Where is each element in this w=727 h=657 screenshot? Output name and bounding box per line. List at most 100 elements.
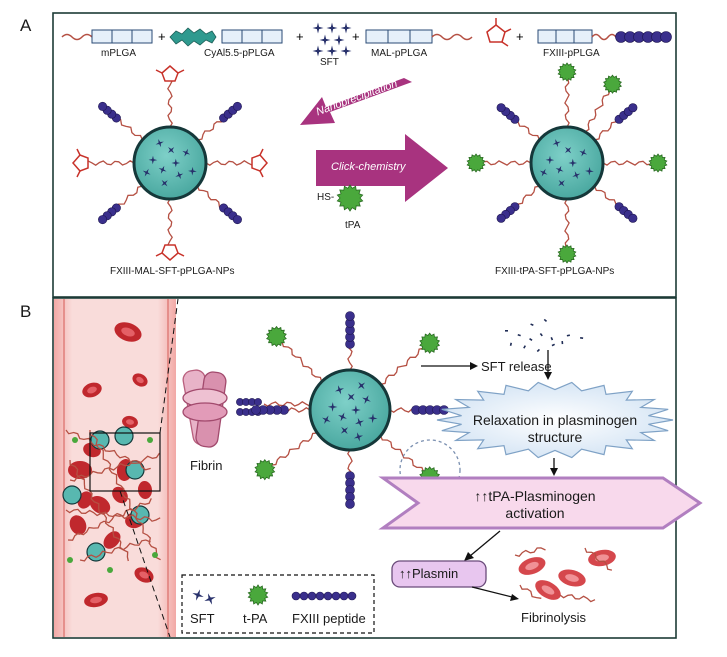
- clot-red-cell: [89, 496, 111, 514]
- peptide-bead: [323, 591, 333, 601]
- sft-star: [552, 139, 561, 148]
- linker: [69, 452, 161, 482]
- linker: [593, 185, 619, 209]
- mal-blocks: [365, 29, 433, 44]
- label-tpa: tPA: [345, 220, 361, 231]
- peptide-bead: [232, 101, 242, 111]
- sft-star: [148, 155, 158, 165]
- sft-star: [579, 148, 588, 157]
- sft-star: [338, 412, 347, 422]
- linker: [513, 185, 540, 206]
- sft-star: [340, 22, 352, 34]
- mplga-blocks: [91, 29, 153, 44]
- sft-star: [340, 45, 352, 57]
- peptide-bead: [251, 405, 261, 415]
- linker: [89, 430, 161, 561]
- peptide-bead: [307, 591, 317, 601]
- sft-star: [353, 432, 364, 442]
- clot-nanoparticle: [114, 426, 134, 446]
- peptide-bead: [291, 591, 301, 601]
- linker: [559, 594, 596, 603]
- linker: [564, 198, 570, 248]
- clot-nanoparticle: [90, 430, 110, 450]
- linker: [380, 347, 424, 385]
- tpa-molecule: [419, 332, 441, 354]
- linker: [602, 160, 652, 166]
- sft-star: [155, 139, 164, 148]
- sft-star: [327, 402, 338, 412]
- label-np-right: FXIII-tPA-SFT-pPLGA-NPs: [495, 266, 615, 277]
- peptide-bead: [496, 213, 506, 223]
- label-mal: MAL-pPLGA: [371, 48, 428, 59]
- click-chemistry-arrow: [316, 134, 448, 202]
- clot-nanoparticle: [62, 485, 82, 505]
- legend-label-sft: SFT: [190, 611, 215, 626]
- peptide-bead: [339, 591, 349, 601]
- linker: [515, 117, 541, 141]
- clot-tpa: [107, 567, 113, 573]
- sft-star: [357, 381, 366, 390]
- sft-star: [347, 393, 355, 401]
- tpa-molecule: [557, 244, 577, 264]
- sft-dot: [561, 340, 564, 345]
- linker: [380, 435, 425, 472]
- sft-star: [362, 395, 371, 404]
- cyal-blocks: [221, 29, 283, 44]
- plus-2: +: [296, 29, 304, 44]
- clot-tpa: [152, 552, 158, 558]
- tpa-molecule: [466, 153, 486, 173]
- activation-box: [378, 476, 703, 530]
- sft-dot: [550, 336, 554, 341]
- legend-label-tpa: t-PA: [243, 611, 268, 626]
- sft-star: [572, 171, 581, 180]
- np-left: [72, 65, 268, 261]
- clot-tpa: [72, 437, 78, 443]
- linker: [263, 401, 311, 407]
- sft-star: [555, 165, 564, 174]
- red-blood-cell-center: [121, 327, 135, 337]
- maleimide-bond: [155, 69, 163, 74]
- sft-dot: [505, 330, 508, 332]
- maleimide-ring: [72, 154, 89, 172]
- linker: [65, 508, 161, 522]
- sft-star: [322, 415, 331, 425]
- label-activation: ↑↑tPA-Plasminogen activation: [474, 488, 596, 521]
- panel-a-letter: A: [20, 16, 32, 35]
- nanoprecipitation-arrow: [300, 78, 412, 125]
- mplga-linker: [61, 33, 93, 41]
- np-core: [132, 125, 208, 201]
- red-blood-cell-center: [90, 596, 102, 604]
- np-right: [466, 62, 668, 264]
- peptide-bead: [299, 591, 309, 601]
- np-core: [529, 125, 605, 201]
- label-fibrinolysis: Fibrinolysis: [521, 610, 587, 625]
- linker: [271, 432, 318, 466]
- sft-star: [568, 158, 578, 168]
- maleimide-bond: [155, 252, 163, 257]
- tpa-reagent: [336, 184, 364, 212]
- legend-box: [181, 574, 375, 634]
- linker: [205, 160, 253, 166]
- legend-label-fxiii: FXIII peptide: [292, 611, 366, 626]
- maleimide-ring: [161, 65, 179, 82]
- sft-star: [326, 45, 338, 57]
- sft-dot: [509, 342, 512, 346]
- tpa-molecule: [603, 74, 622, 94]
- plus-3: +: [352, 29, 360, 44]
- sft-stars-icon: [312, 22, 352, 57]
- sft-star: [168, 146, 175, 154]
- linker: [197, 118, 225, 141]
- linker: [482, 160, 532, 166]
- sft-star: [585, 166, 594, 176]
- fibrin-icon: [182, 369, 228, 448]
- clot-red-cell: [69, 515, 87, 535]
- legend-tpa-icon: [247, 584, 269, 606]
- linker: [519, 584, 542, 599]
- linker: [196, 185, 224, 210]
- lysed-cell-center: [541, 585, 555, 595]
- label-fxiii: FXIII-pPLGA: [543, 48, 600, 59]
- peptide-bead: [232, 215, 242, 225]
- down-arrow-1: [544, 350, 552, 380]
- peptide-bead: [628, 103, 638, 113]
- red-blood-cell-center: [139, 571, 149, 579]
